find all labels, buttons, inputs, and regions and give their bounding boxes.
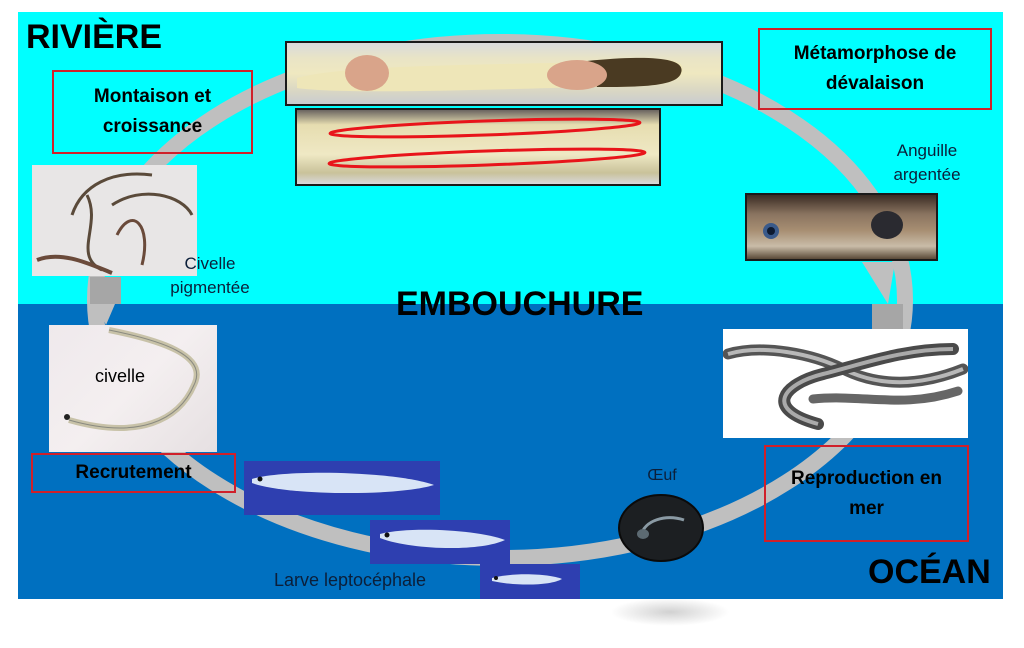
silver-eel-shape: [763, 211, 903, 239]
caption-larva: Larve leptocéphale: [273, 570, 427, 590]
caption-egg: Œuf: [647, 467, 677, 484]
right-connector-taper: [862, 262, 895, 304]
left-connector-taper: [96, 304, 115, 325]
larva-photo-1: [244, 461, 440, 515]
stage-downstream-metamorphosis-label: Métamorphose de dévalaison: [793, 43, 957, 94]
larva-photo-2: [370, 520, 510, 564]
zone-label-ocean: OCÉAN: [868, 553, 991, 591]
larva-shape-2: [380, 529, 505, 549]
stage-sea-reproduction-label: Reproduction en mer: [791, 467, 942, 519]
stage-downstream-metamorphosis: Métamorphose de dévalaison: [758, 28, 992, 110]
larva-shape-1: [252, 472, 434, 494]
egg-image: [618, 494, 704, 562]
pigmented-glass-eel-photo: [32, 165, 197, 276]
caption-glass-eel: civelle: [94, 366, 146, 386]
yellow-eel-photo: [285, 41, 723, 106]
egg-shell: [618, 494, 704, 562]
right-connector: [872, 304, 903, 329]
yellow-eel-shape: [297, 55, 683, 92]
silver-eel-photo: [745, 193, 938, 261]
glass-eel-shape: [64, 327, 200, 431]
zone-label-river: RIVIÈRE: [26, 18, 163, 56]
larva-shape-3: [492, 574, 562, 585]
eel-eye-measure-photo: [295, 108, 661, 186]
red-outline-marks: [327, 117, 647, 169]
caption-pigmented-glass-eel: Civelle pigmentée: [170, 254, 250, 297]
caption-silver-eel: Anguille argentée: [893, 141, 961, 184]
stage-upstream-growth: Montaison et croissance: [52, 70, 253, 154]
stage-recruitment: Recrutement: [31, 453, 236, 493]
adult-eels-image: [723, 329, 968, 438]
glass-eel-photo: [49, 325, 217, 452]
stage-recruitment-label: Recrutement: [75, 462, 192, 483]
pigmented-glass-eel-shapes: [36, 172, 194, 275]
adult-eels-shapes: [723, 343, 968, 430]
stage-sea-reproduction: Reproduction en mer: [764, 445, 969, 542]
egg-shadow: [610, 598, 730, 626]
zone-label-estuary: EMBOUCHURE: [396, 285, 644, 323]
larva-photo-3: [480, 564, 580, 599]
left-connector: [90, 277, 121, 304]
stage-upstream-growth-label: Montaison et croissance: [93, 86, 212, 137]
